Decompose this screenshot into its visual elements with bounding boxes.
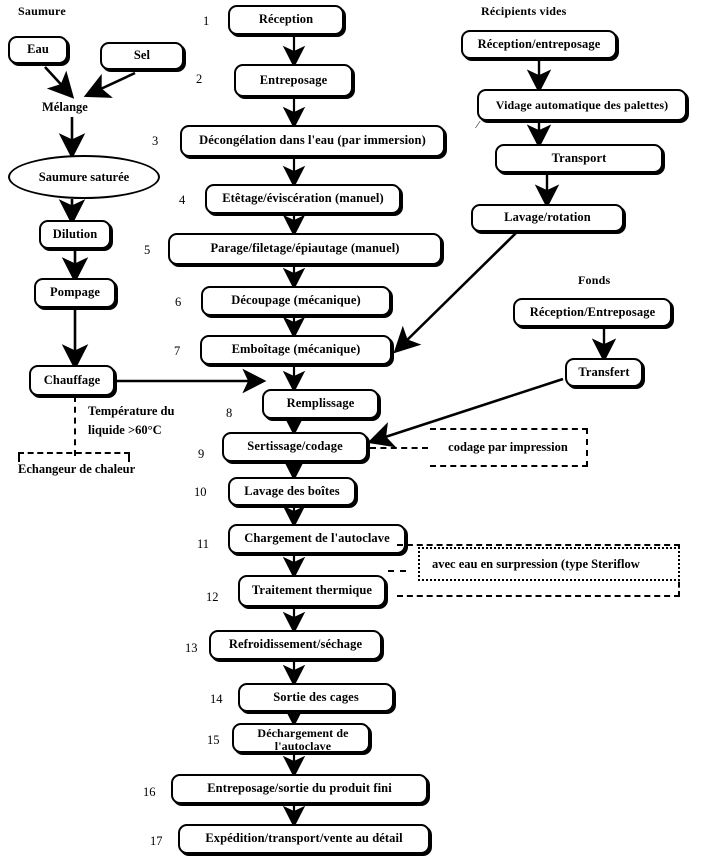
note-steriflow: avec eau en surpression (type Steriflow (418, 547, 680, 581)
label-echangeur-de-chaleur: Echangeur de chaleur (18, 462, 136, 476)
node-refroidissement-sechage[interactable]: Refroidissement/séchage (209, 630, 382, 660)
node-transport[interactable]: Transport (495, 144, 663, 173)
step-number-10: 10 (194, 485, 207, 499)
step-number-13: 13 (185, 641, 198, 655)
step-number-6: 6 (175, 295, 182, 309)
step-number-1: 1 (203, 14, 210, 28)
node-reception[interactable]: Réception (228, 5, 344, 35)
label-temperature-line1: Température du (88, 404, 175, 418)
step-number-9: 9 (198, 447, 205, 461)
node-saumure-saturee[interactable]: Saumure saturée (8, 155, 160, 199)
step-number-11: 11 (197, 537, 210, 551)
node-traitement-thermique[interactable]: Traitement thermique (238, 575, 386, 607)
step-number-15: 15 (207, 733, 220, 747)
node-entreposage-sortie-produit-fini[interactable]: Entreposage/sortie du produit fini (171, 774, 428, 804)
node-lavage-des-boites[interactable]: Lavage des boîtes (228, 477, 356, 506)
note-codage-par-impression: codage par impression (430, 428, 588, 467)
node-pompage[interactable]: Pompage (34, 278, 116, 308)
step-number-14: 14 (210, 692, 223, 706)
step-number-3: 3 (152, 134, 159, 148)
step-number-12: 12 (206, 590, 219, 604)
heading-saumure: Saumure (18, 4, 66, 18)
label-temperature-line2: liquide >60°C (88, 423, 162, 437)
label-melange: Mélange (42, 100, 88, 114)
step-number-4: 4 (179, 193, 186, 207)
node-lavage-rotation[interactable]: Lavage/rotation (471, 204, 624, 232)
node-etetage-evisceration[interactable]: Etêtage/éviscération (manuel) (205, 184, 401, 214)
node-vidage-automatique-palettes[interactable]: Vidage automatique des palettes) (477, 89, 687, 121)
node-chargement-autoclave[interactable]: Chargement de l'autoclave (228, 524, 406, 554)
node-decongelation[interactable]: Décongélation dans l'eau (par immersion) (180, 125, 445, 157)
chauffage-dashed-connector (74, 396, 76, 456)
step-number-8: 8 (226, 406, 233, 420)
node-sertissage-codage[interactable]: Sertissage/codage (222, 432, 368, 462)
node-chauffage[interactable]: Chauffage (29, 365, 115, 396)
node-dilution[interactable]: Dilution (39, 220, 111, 249)
node-dechargement-autoclave[interactable]: Déchargement de l'autoclave (232, 723, 370, 753)
step-number-5: 5 (144, 243, 151, 257)
node-sel[interactable]: Sel (100, 42, 184, 70)
node-decoupage[interactable]: Découpage (mécanique) (201, 286, 391, 316)
step-number-7: 7 (174, 344, 181, 358)
step-number-16: 16 (143, 785, 156, 799)
heading-fonds: Fonds (578, 273, 611, 287)
step-number-17: 17 (150, 834, 163, 848)
codage-dashed-link (370, 447, 428, 449)
node-entreposage[interactable]: Entreposage (234, 64, 353, 97)
node-remplissage[interactable]: Remplissage (262, 389, 379, 419)
node-transfert[interactable]: Transfert (565, 358, 643, 387)
heading-recipients-vides: Récipients vides (481, 4, 567, 18)
node-reception-entreposage-recipients[interactable]: Réception/entreposage (461, 30, 617, 59)
node-expedition-transport-vente[interactable]: Expédition/transport/vente au détail (178, 824, 430, 854)
vidage-stray-mark: ⁄ (477, 120, 479, 131)
node-eau[interactable]: Eau (8, 36, 68, 64)
echangeur-dashed-box (18, 452, 130, 462)
steriflow-dashed-link (388, 570, 406, 572)
node-sortie-des-cages[interactable]: Sortie des cages (238, 683, 394, 712)
node-reception-entreposage-fonds[interactable]: Réception/Entreposage (513, 298, 672, 327)
node-parage-filetage[interactable]: Parage/filetage/épiautage (manuel) (168, 233, 442, 265)
node-emboitage[interactable]: Emboîtage (mécanique) (200, 335, 392, 365)
step-number-2: 2 (196, 72, 203, 86)
